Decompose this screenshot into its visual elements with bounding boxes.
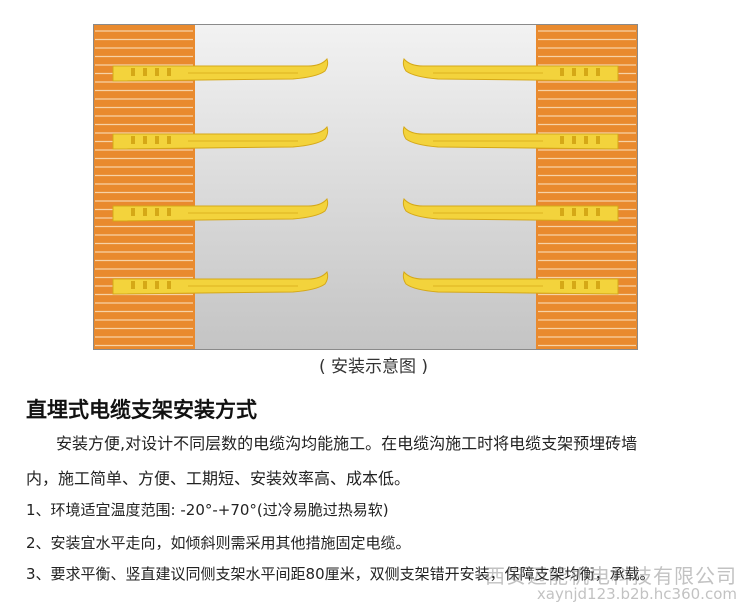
list-item: 3、要求平衡、竖直建议同侧支架水平间距80厘米，双侧支架错开安装，保障支架均衡，… (26, 565, 655, 583)
bracket-slot (131, 136, 135, 144)
bracket-slot (560, 281, 564, 289)
bracket-slot (596, 281, 600, 289)
bracket-slot (584, 136, 588, 144)
cable-bracket (402, 126, 619, 150)
bracket-slot (131, 208, 135, 216)
bracket-slot (131, 68, 135, 76)
diagram-caption: ( 安装示意图 ) (318, 357, 429, 377)
list-item: 2、安装宜水平走向，如倾斜则需采用其他措施固定电缆。 (26, 534, 411, 552)
cable-bracket (402, 198, 619, 222)
installation-diagram (93, 24, 638, 350)
bracket-arm (112, 126, 329, 150)
bracket-slot (143, 208, 147, 216)
bracket-slot (572, 281, 576, 289)
bracket-slot (167, 136, 171, 144)
bracket-slot (155, 281, 159, 289)
watermark-url: xaynjd123.b2b.hc360.com (536, 585, 737, 603)
bracket-slot (143, 68, 147, 76)
bracket-arm (112, 198, 329, 222)
bracket-arm (402, 58, 619, 82)
bracket-slot (584, 68, 588, 76)
bracket-slot (167, 68, 171, 76)
bracket-slot (143, 281, 147, 289)
cable-bracket (402, 271, 619, 295)
cable-bracket (112, 126, 329, 150)
bracket-slot (584, 281, 588, 289)
bracket-slot (596, 208, 600, 216)
bracket-slot (167, 281, 171, 289)
bracket-slot (143, 136, 147, 144)
bracket-slot (560, 68, 564, 76)
bracket-slot (155, 208, 159, 216)
bracket-slot (131, 281, 135, 289)
bracket-slot (560, 136, 564, 144)
cable-brackets (112, 58, 619, 295)
bracket-arm (402, 126, 619, 150)
bracket-arm (402, 198, 619, 222)
cable-bracket (402, 58, 619, 82)
bracket-slot (155, 68, 159, 76)
bracket-arm (112, 58, 329, 82)
section-heading: 直埋式电缆支架安装方式 (26, 398, 257, 422)
bracket-slot (572, 68, 576, 76)
list-item: 1、环境适宜温度范围: -20°-+70°(过冷易脆过热易软) (26, 501, 389, 519)
cable-bracket (112, 58, 329, 82)
cable-bracket (112, 198, 329, 222)
bracket-slot (572, 136, 576, 144)
bracket-slot (584, 208, 588, 216)
bracket-slot (572, 208, 576, 216)
bracket-arm (112, 271, 329, 295)
cable-bracket (112, 271, 329, 295)
description-line-2: 内，施工简单、方便、工期短、安装效率高、成本低。 (26, 469, 411, 488)
bracket-slot (167, 208, 171, 216)
diagram-border (93, 24, 638, 350)
bracket-slot (155, 136, 159, 144)
description-line-1: 安装方便,对设计不同层数的电缆沟均能施工。在电缆沟施工时将电缆支架预埋砖墙 (56, 434, 638, 453)
bracket-slot (560, 208, 564, 216)
bracket-slot (596, 68, 600, 76)
bracket-arm (402, 271, 619, 295)
bracket-slot (596, 136, 600, 144)
